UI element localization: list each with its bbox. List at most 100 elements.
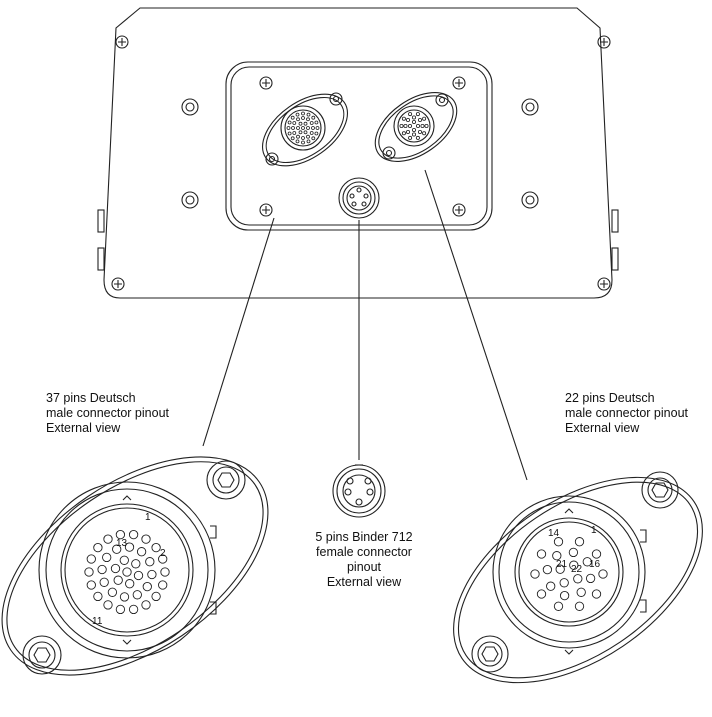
pin-hole [292,121,297,125]
pin-hole [93,591,103,602]
mounting-bolt-icon [206,460,246,500]
housing-screw-icon [111,277,125,291]
pin-hole [301,126,305,130]
pin-hole [133,570,144,581]
panel-screw-icon [452,76,466,90]
pin-hole [151,542,161,553]
caption-5pin-binder: 5 pins Binder 712 female connector pinou… [300,530,428,590]
pin-label-22-21: 21 [556,559,568,570]
pin-hole [574,537,585,547]
pin-hole [292,131,297,135]
pin-hole [125,579,135,589]
pin-hole [136,547,147,557]
pin-hole [408,112,413,117]
caption-22pin-deutsch: 22 pins Deutsch male connector pinout Ex… [565,391,688,436]
pin-hole [131,559,141,569]
leader-line-37pin [202,217,275,447]
pin-hole [309,131,314,135]
mounting-insert-icon [181,191,199,209]
pin-hole [160,567,170,577]
pin-hole [147,569,157,580]
device-housing [103,7,613,299]
pin-hole [141,534,151,544]
pin-hole [420,124,425,129]
pin-hole [401,131,406,136]
pin-hole [415,135,420,140]
pin-hole [424,124,429,129]
pin-hole [301,140,305,145]
pin-hole [291,126,295,130]
pin-hole [306,117,310,122]
device-side-tab-left [97,209,105,233]
caption-line: 37 pins Deutsch [46,391,136,405]
pin-hole [536,589,547,599]
mounting-insert-icon [521,98,539,116]
caption-line: External view [565,421,640,435]
pin-hole [401,116,406,121]
pin-hole [306,139,311,144]
pin-hole [422,116,427,121]
pin-hole [84,567,94,577]
pin-hole [122,567,132,577]
pin-hole [296,134,300,139]
pin-hole [86,554,96,564]
caption-line: External view [46,421,121,435]
pin-hole [113,575,123,585]
pin-label-22-16: 16 [589,559,601,570]
pin-hole [296,117,300,122]
pin-hole [145,557,155,567]
housing-screw-icon [597,35,611,49]
pin-hole [298,121,303,126]
pin-hole [311,136,316,141]
pin-hole [93,542,103,553]
panel-screw-icon [452,203,466,217]
pin-label-37-13: 13 [116,538,128,549]
pin-hole [555,564,565,574]
pin-hole [403,124,408,129]
caption-line: pinout [346,560,382,574]
pin-hole [553,537,564,547]
housing-screw-icon [115,35,129,49]
mounting-insert-icon [181,98,199,116]
mounting-bolt-icon [22,635,62,675]
pin-hole [110,563,121,574]
pin-hole [86,580,96,590]
caption-line: female connector [316,545,412,559]
pin-hole [103,534,113,544]
caption-line: External view [326,575,402,589]
pin-hole [99,577,109,587]
pin-hole [576,587,586,597]
device-connector-5pin [338,177,380,219]
pin-hole [142,581,152,592]
pin-hole [568,547,579,558]
pin-hole [552,551,562,561]
pin-hole [97,564,107,575]
caption-37pin-deutsch: 37 pins Deutsch male connector pinout Ex… [46,391,169,436]
device-connector-37pin [261,92,349,167]
device-side-tab-left-2 [97,247,105,271]
pin-hole [585,573,596,584]
pin-label-37-1: 1 [145,512,151,523]
pin-hole [301,116,305,120]
pin-hole [315,126,320,130]
pin-label-22-22: 22 [571,564,583,575]
pin-hole [119,555,129,565]
pin-hole [306,126,310,130]
pin-hole [422,131,427,136]
pin-hole [158,554,168,564]
pin-hole [415,112,420,117]
pin-hole [411,120,416,125]
pin-hole [598,569,608,579]
pin-hole [287,131,292,136]
pin-hole [306,112,311,117]
housing-screw-icon [597,277,611,291]
pin-hole [158,580,168,590]
caption-line: 22 pins Deutsch [565,391,655,405]
pin-hole [411,127,416,132]
pin-hole [311,115,316,120]
pin-label-37-11: 11 [92,616,103,627]
connector-22pin-large [453,471,703,684]
pin-hole [124,542,135,552]
pin-hole [411,115,416,120]
